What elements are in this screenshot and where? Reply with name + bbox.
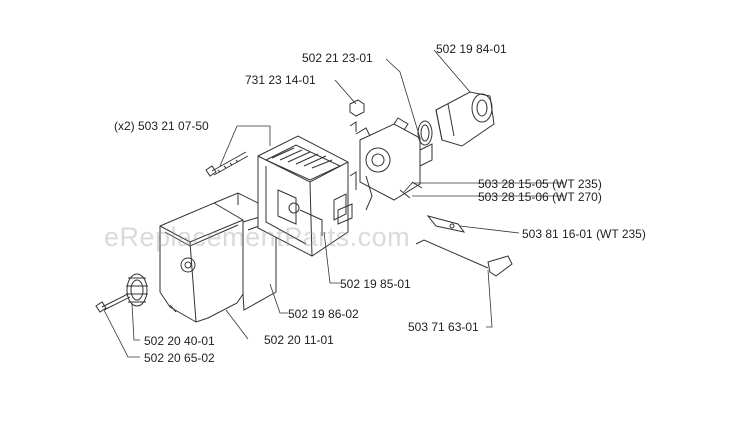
clamp-ring-drawing xyxy=(417,120,433,146)
carburettor-drawing xyxy=(349,117,433,211)
filter-cover-drawing xyxy=(159,202,244,323)
part-label-502-21-23-01[interactable]: 502 21 23-01 xyxy=(302,51,373,65)
part-label-503-21-07-50[interactable]: (x2) 503 21 07-50 xyxy=(114,119,209,133)
bracket-drawing xyxy=(426,215,466,233)
part-label-502-20-40-01[interactable]: 502 20 40-01 xyxy=(144,334,215,348)
screw-drawing xyxy=(205,151,249,177)
knob-screw-drawing xyxy=(95,293,131,313)
intake-housing-drawing xyxy=(257,135,357,257)
intake-boot-drawing xyxy=(435,91,495,147)
part-label-502-19-86-02[interactable]: 502 19 86-02 xyxy=(288,307,359,321)
part-label-731-23-14-01[interactable]: 731 23 14-01 xyxy=(245,73,316,87)
part-label-503-81-16-01[interactable]: 503 81 16-01 (WT 235) xyxy=(522,227,646,241)
watermark: eReplacementParts.com xyxy=(104,222,411,252)
part-label-502-19-84-01[interactable]: 502 19 84-01 xyxy=(436,42,507,56)
part-label-502-20-11-01[interactable]: 502 20 11-01 xyxy=(264,333,334,347)
choke-rod-drawing xyxy=(415,239,513,277)
part-label-502-20-65-02[interactable]: 502 20 65-02 xyxy=(144,351,215,365)
leader-lines xyxy=(103,49,564,358)
part-label-503-28-15-06[interactable]: 503 28 15-06 (WT 270) xyxy=(478,190,602,204)
part-label-502-19-85-01[interactable]: 502 19 85-01 xyxy=(340,277,411,291)
part-label-503-28-15-05[interactable]: 503 28 15-05 (WT 235) xyxy=(478,177,602,191)
nut-drawing xyxy=(349,99,365,117)
knob-drawing xyxy=(126,273,148,307)
part-label-503-71-63-01[interactable]: 503 71 63-01 xyxy=(408,320,479,334)
